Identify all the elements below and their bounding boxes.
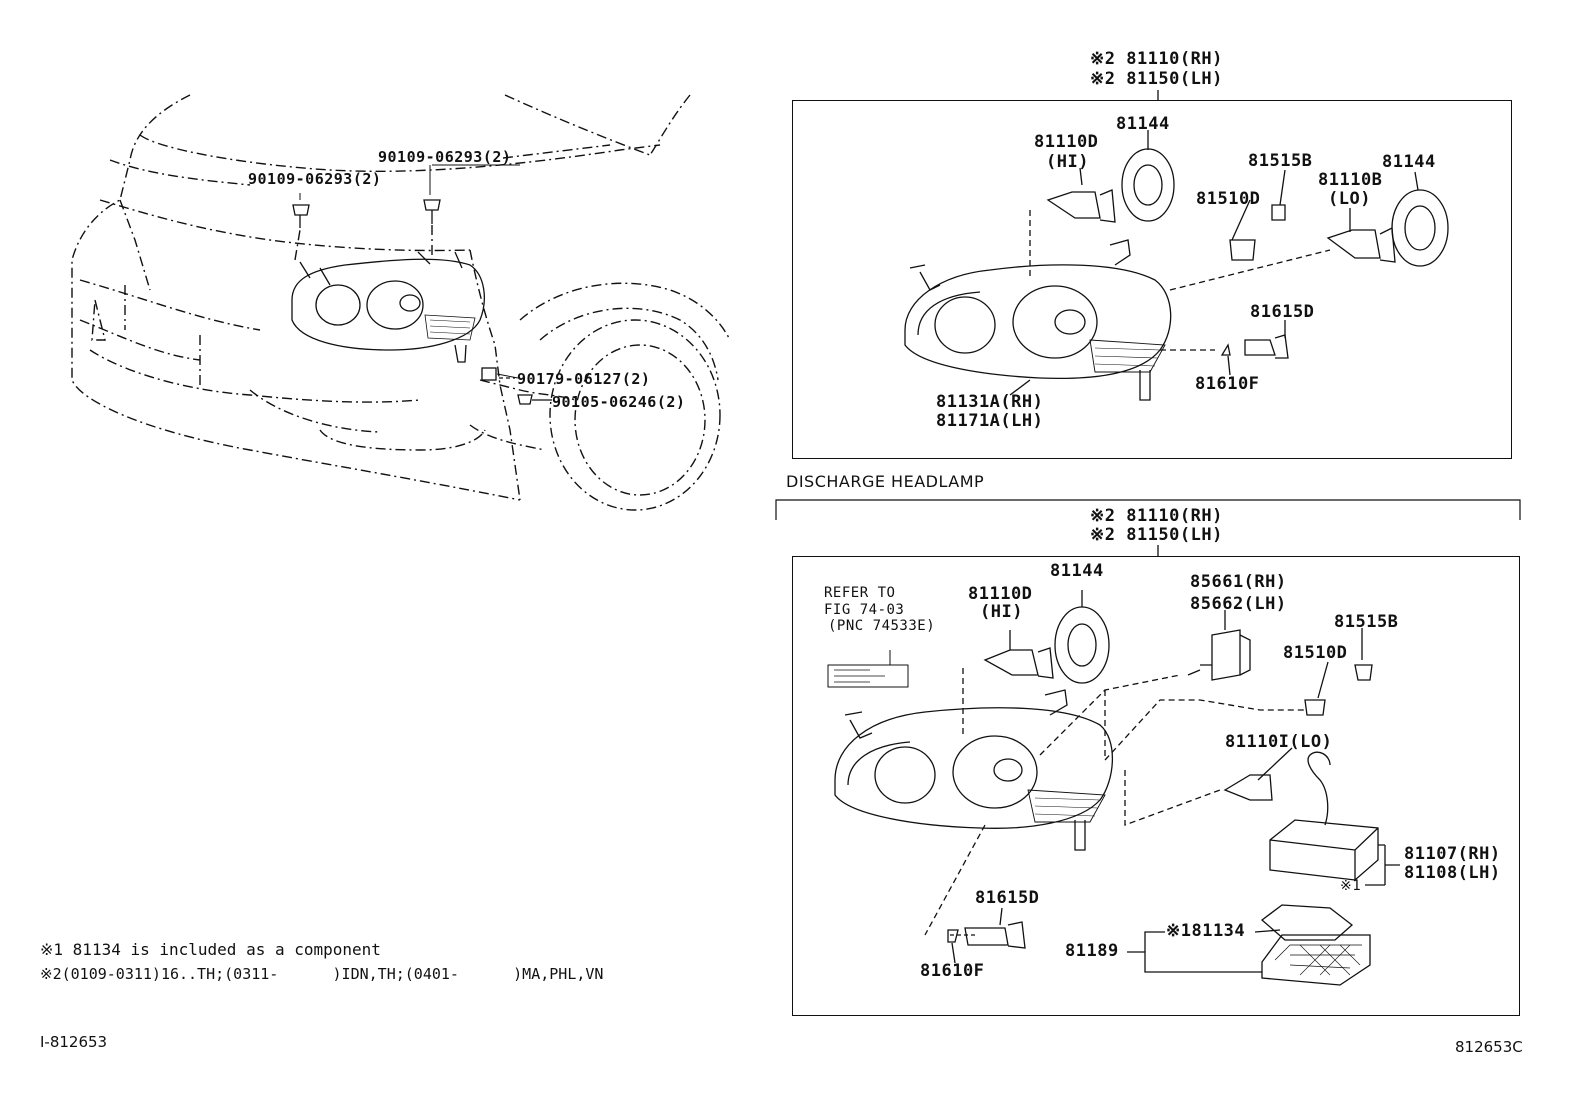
discharge-bulb-hi[interactable]: 81110D xyxy=(968,584,1033,604)
discharge-panel-lines xyxy=(827,545,1400,986)
callout-bolt-a[interactable]: 90109-06293(2) xyxy=(248,170,382,188)
top-bulb-hi[interactable]: 81110D xyxy=(1034,132,1099,152)
top-unit-rh[interactable]: 81131A(RH) xyxy=(936,392,1044,412)
top-socket-b[interactable]: 81515B xyxy=(1248,151,1313,171)
top-bulb-d[interactable]: 81510D xyxy=(1196,189,1261,209)
top-bulb-lo-tag: (LO) xyxy=(1328,189,1371,209)
top-bulb-hi-tag: (HI) xyxy=(1046,152,1089,172)
standard-headlamp-panel xyxy=(792,100,1512,459)
callout-bolt-b[interactable]: 90109-06293(2) xyxy=(378,148,512,166)
discharge-section-title: DISCHARGE HEADLAMP xyxy=(786,472,985,491)
discharge-cover-hi[interactable]: 81144 xyxy=(1050,561,1104,581)
discharge-assy-lh[interactable]: ※2 81150(LH) xyxy=(1090,525,1223,545)
discharge-headlamp-panel xyxy=(792,556,1520,1016)
top-cover-lo[interactable]: 81144 xyxy=(1382,152,1436,172)
discharge-ballast-rh[interactable]: 81107(RH) xyxy=(1404,844,1501,864)
top-assy-rh[interactable]: ※2 81110(RH) xyxy=(1090,49,1223,69)
top-bulb-lo[interactable]: 81110B xyxy=(1318,170,1383,190)
discharge-bulb-lo[interactable]: 81110I(LO) xyxy=(1225,732,1333,752)
discharge-igniter-lh[interactable]: 85662(LH) xyxy=(1190,594,1287,614)
discharge-bracket xyxy=(775,499,1521,520)
discharge-bulb-f[interactable]: 81610F xyxy=(920,961,985,981)
refer-line-3: (PNC 74533E) xyxy=(828,618,936,634)
refer-line-2: FIG 74-03 xyxy=(824,602,905,618)
discharge-assy-rh[interactable]: ※2 81110(RH) xyxy=(1090,506,1223,526)
footnote-2: ※2(0109-0311)16..TH;(0311- )IDN,TH;(0401… xyxy=(40,965,604,983)
discharge-gasket[interactable]: ※181134 xyxy=(1166,921,1246,941)
illustration-code-left: I-812653 xyxy=(40,1033,108,1051)
callout-screw[interactable]: 90105-06246(2) xyxy=(552,393,686,411)
footnote-1: ※1 81134 is included as a component xyxy=(40,940,381,959)
discharge-socket-d[interactable]: 81615D xyxy=(975,888,1040,908)
car-headlamp-drawing xyxy=(291,199,552,405)
top-cover-hi[interactable]: 81144 xyxy=(1116,114,1170,134)
top-socket-d[interactable]: 81615D xyxy=(1250,302,1315,322)
car-leader-lines xyxy=(299,164,520,379)
illustration-code-right: 812653C xyxy=(1455,1038,1523,1056)
discharge-cover[interactable]: 81189 xyxy=(1065,941,1119,961)
top-panel-lines xyxy=(904,90,1449,401)
discharge-bulb-hi-tag: (HI) xyxy=(980,602,1023,622)
discharge-ballast-lh[interactable]: 81108(LH) xyxy=(1404,863,1501,883)
car-body-outline xyxy=(71,94,731,511)
top-bulb-f[interactable]: 81610F xyxy=(1195,374,1260,394)
discharge-igniter-rh[interactable]: 85661(RH) xyxy=(1190,572,1287,592)
top-assy-lh[interactable]: ※2 81150(LH) xyxy=(1090,69,1223,89)
discharge-socket-b[interactable]: 81515B xyxy=(1334,612,1399,632)
refer-line-1: REFER TO xyxy=(824,585,896,601)
discharge-ballast-mark: ※1 xyxy=(1340,878,1362,894)
top-unit-lh[interactable]: 81171A(LH) xyxy=(936,411,1044,431)
discharge-bulb-d[interactable]: 81510D xyxy=(1283,643,1348,663)
callout-clip[interactable]: 90179-06127(2) xyxy=(517,370,651,388)
